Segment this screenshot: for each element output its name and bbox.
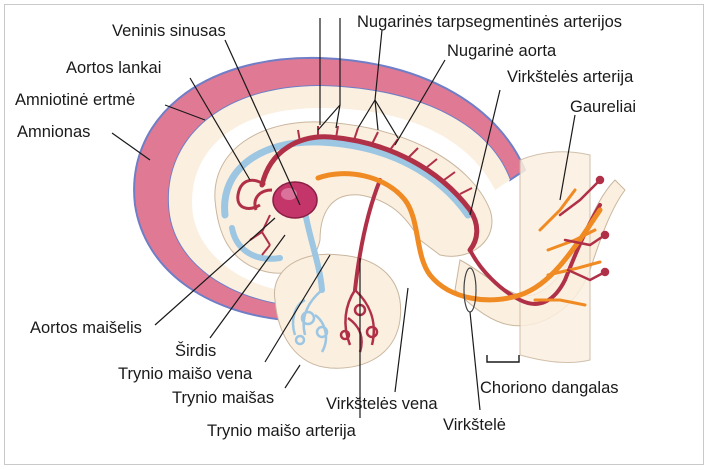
label-amnionas: Amnionas <box>17 123 90 141</box>
heart <box>273 182 317 218</box>
label-aortos-lankai: Aortos lankai <box>66 59 161 77</box>
label-choriono-dangalas: Choriono dangalas <box>480 379 619 397</box>
label-trynio-maiso-arterija: Trynio maišo arterija <box>207 422 357 440</box>
label-veninis-sinusas: Veninis sinusas <box>112 22 226 40</box>
label-trynio-maiso-vena: Trynio maišo vena <box>118 365 253 383</box>
label-sirdis: Širdis <box>175 341 216 360</box>
label-trynio-maisas: Trynio maišas <box>172 389 274 407</box>
label-gaureliai: Gaureliai <box>570 98 636 116</box>
chorion-bracket <box>487 355 519 362</box>
label-amniotine-ertme: Amniotinė ertmė <box>15 91 135 109</box>
label-virksteles-arterija: Virkštelės arterija <box>507 68 634 86</box>
label-nugarines-tarpsegmentines-arterijos: Nugarinės tarpsegmentinės arterijos <box>357 13 622 31</box>
label-aortos-maiselis: Aortos maišelis <box>30 319 142 337</box>
label-nugarine-aorta: Nugarinė aorta <box>447 42 557 60</box>
label-virksteles-vena: Virkštelės vena <box>326 395 438 413</box>
label-virkstele: Virkštelė <box>443 416 506 434</box>
chorion-wall <box>520 152 590 363</box>
yolk-sac <box>274 254 400 368</box>
